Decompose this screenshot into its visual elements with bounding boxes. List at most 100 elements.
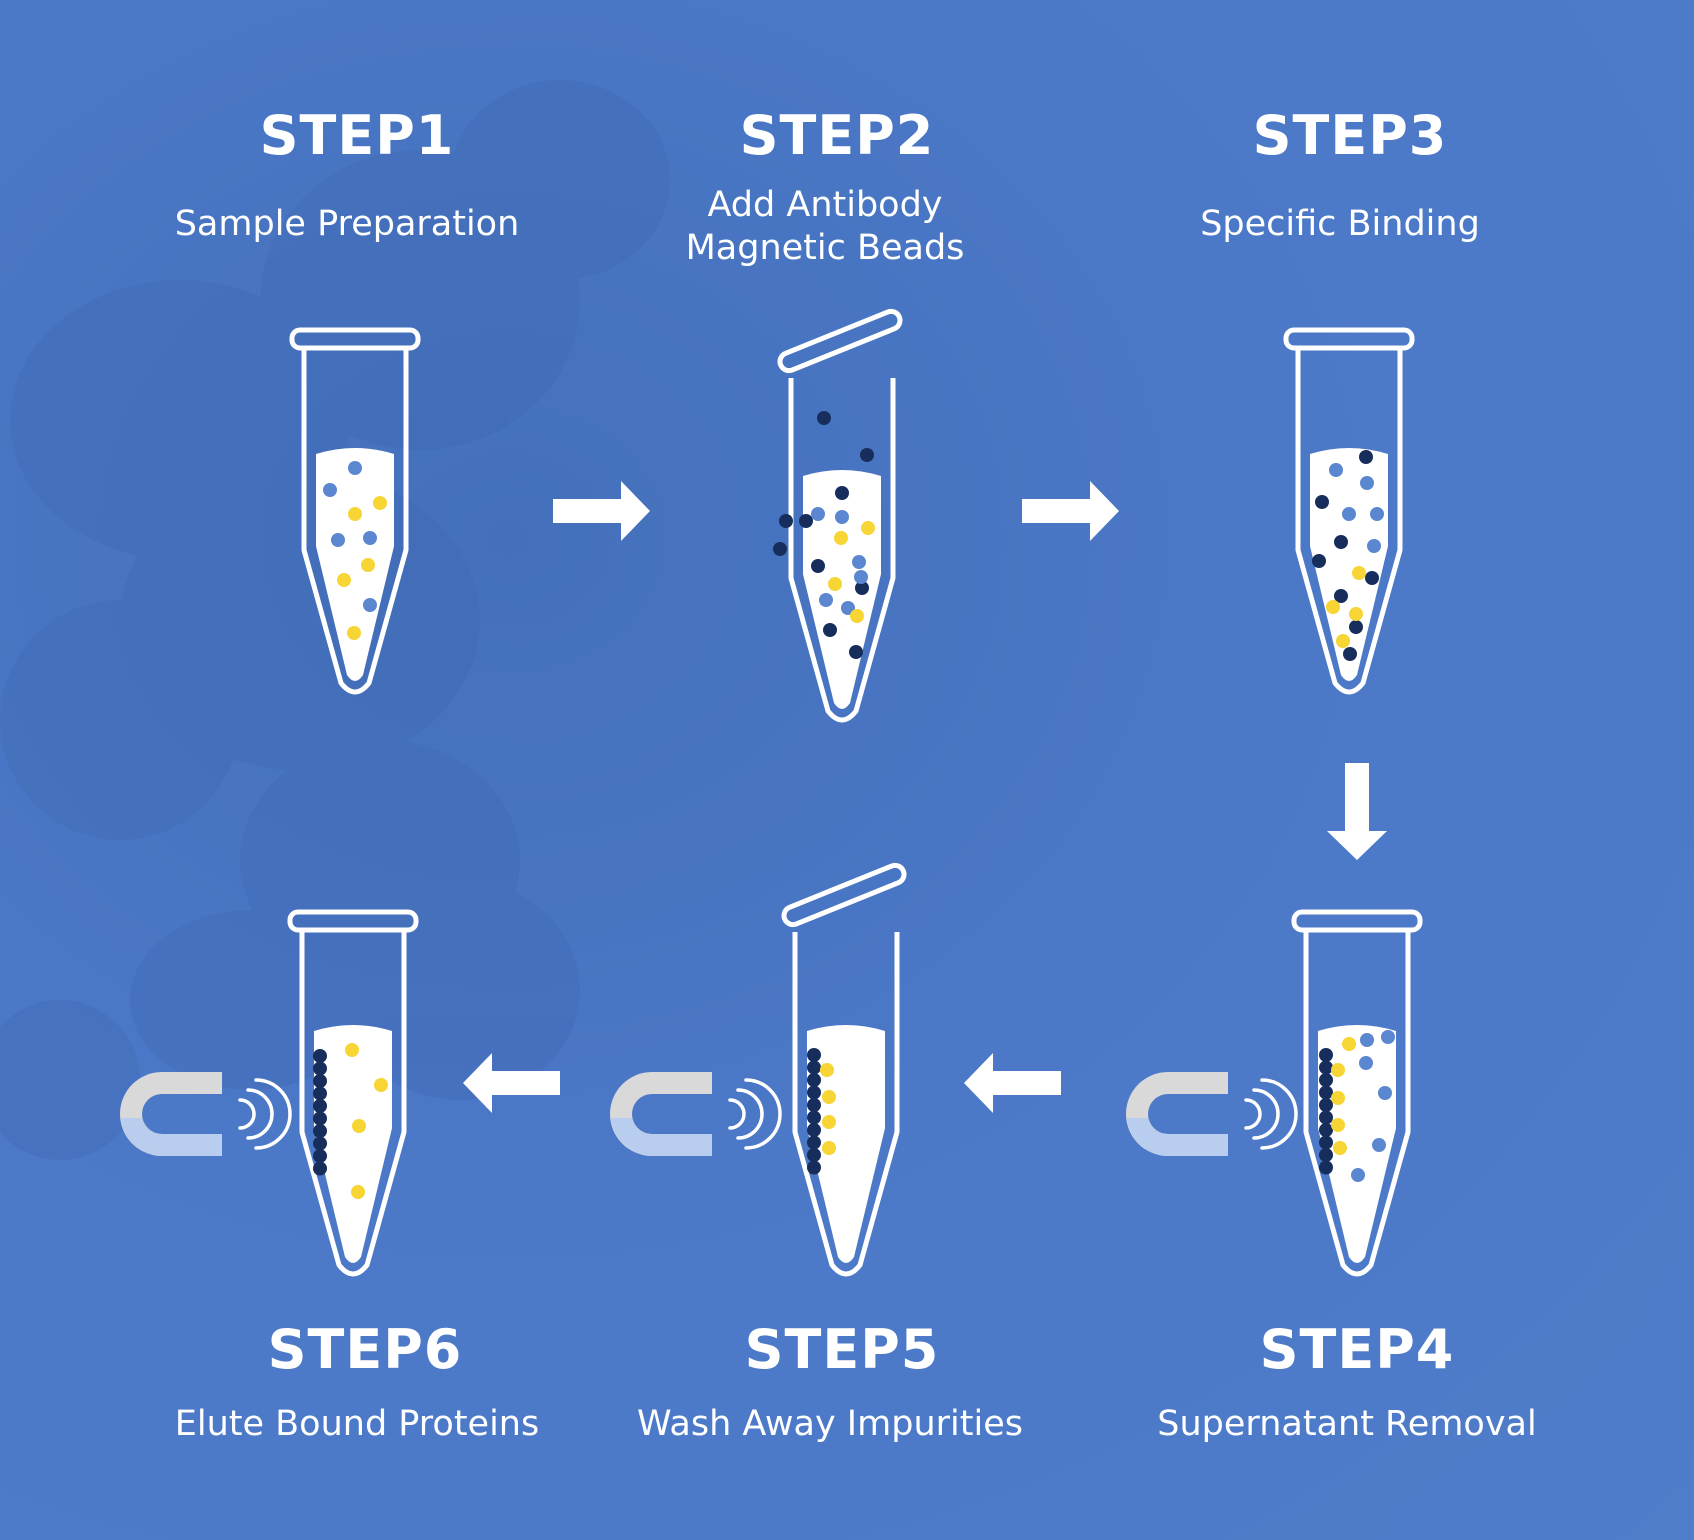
impurity-dot [1378, 1086, 1392, 1100]
test-tube-icon [299, 932, 407, 1277]
bound-bead-dot [313, 1049, 327, 1063]
bead-dot [1312, 554, 1326, 568]
protein-dot [1360, 476, 1374, 490]
tube-lid [287, 909, 419, 933]
step3-subtitle: Specific Binding [1200, 204, 1480, 244]
dots-layer [313, 411, 1395, 1199]
bead-dot [855, 581, 869, 595]
step5-subtitle: Wash Away Impurities [637, 1404, 1023, 1444]
bound-bead-dot [1319, 1098, 1333, 1112]
tube-step4 [1291, 909, 1423, 1277]
test-tube-icon [301, 350, 409, 695]
impurity-dot [1326, 600, 1340, 614]
test-tube-icon [792, 932, 900, 1277]
bound-bead-dot [807, 1135, 821, 1150]
protein-dot [323, 483, 337, 497]
step2-title: STEP2 [739, 104, 935, 167]
eluted-protein-dot [352, 1119, 366, 1133]
bead-dot [779, 514, 793, 528]
impurity-dot [373, 496, 387, 510]
tube-lid-open [781, 862, 907, 928]
magnet-step6 [120, 1072, 292, 1156]
step1-title: STEP1 [259, 104, 455, 167]
bound-bead-dot [807, 1148, 821, 1162]
magnet-step5 [610, 1072, 782, 1156]
bound-bead-dot [313, 1124, 327, 1138]
bound-bead-dot [313, 1099, 327, 1113]
impurity-dot [1351, 1168, 1365, 1182]
bound-bead-dot [1319, 1073, 1333, 1087]
arrow-icon [463, 1053, 560, 1113]
bead-dot [817, 411, 831, 425]
impurity-dot [337, 573, 351, 587]
bound-bead-dot [313, 1074, 327, 1088]
impurity-dot [1352, 566, 1366, 580]
step6-subtitle: Elute Bound Proteins [174, 1404, 540, 1444]
protein-dot [1367, 539, 1381, 553]
bead-dot [1349, 620, 1363, 634]
bound-bead-dot [1319, 1123, 1333, 1137]
bead-dot [823, 623, 837, 637]
bound-bead-dot [1319, 1048, 1333, 1062]
step2-subtitle-line1: Add Antibody [707, 185, 943, 225]
protein-dot [1342, 507, 1356, 521]
bound-bead-dot [1319, 1148, 1333, 1162]
bound-bead-dot [1319, 1085, 1333, 1100]
eluted-protein-dot [374, 1078, 388, 1092]
tube-step3 [1283, 327, 1415, 695]
bound-protein-dot [820, 1063, 834, 1077]
step1-subtitle: Sample Preparation [174, 204, 520, 244]
impurity-dot [1349, 607, 1363, 621]
bead-dot [1359, 450, 1373, 464]
bound-bead-dot [313, 1111, 327, 1126]
impurity-dot [828, 577, 842, 591]
impurity-dot [1359, 1056, 1373, 1070]
bead-dot [1343, 647, 1357, 661]
bound-bead-dot [313, 1061, 327, 1076]
bound-protein-dot [1331, 1063, 1345, 1077]
tube-liquid [314, 1025, 392, 1263]
bound-protein-dot [822, 1090, 836, 1104]
bead-dot [1315, 495, 1329, 509]
bead-dot [835, 486, 849, 500]
bound-bead-dot [313, 1149, 327, 1163]
signal-waves-icon [744, 1078, 782, 1150]
bead-dot [1365, 571, 1379, 585]
protein-dot [1329, 463, 1343, 477]
bound-bead-dot [807, 1098, 821, 1112]
step5-title: STEP5 [744, 1318, 940, 1381]
bound-bead-dot [807, 1160, 821, 1175]
impurity-dot [1372, 1138, 1386, 1152]
magnet-pole [1127, 1118, 1228, 1156]
bound-bead-dot [313, 1136, 327, 1151]
protein-dot [835, 510, 849, 524]
tube-lid [289, 327, 421, 351]
bound-protein-dot [1331, 1118, 1345, 1132]
eluted-protein-dot [351, 1185, 365, 1199]
bead-dot [860, 448, 874, 462]
impurity-dot [1360, 1033, 1374, 1047]
bound-bead-dot [807, 1060, 821, 1075]
signal-waves-icon [1252, 1088, 1280, 1140]
step4-title: STEP4 [1259, 1318, 1455, 1381]
bead-dot [773, 542, 787, 556]
bound-bead-dot [807, 1073, 821, 1087]
protein-dot [331, 533, 345, 547]
background-protein-texture [0, 80, 670, 1160]
impurity-dot [348, 507, 362, 521]
step4-subtitle: Supernatant Removal [1157, 1404, 1537, 1444]
protein-dot [852, 555, 866, 569]
test-tube-icon [1303, 932, 1411, 1277]
impurity-dot [361, 558, 375, 572]
impurity-dot [834, 531, 848, 545]
signal-waves-icon [1260, 1078, 1298, 1150]
tube-liquid [1310, 448, 1388, 681]
bound-bead-dot [313, 1161, 327, 1176]
arrow-icon [1022, 481, 1119, 541]
bound-bead-dot [807, 1048, 821, 1062]
tube-liquid [803, 470, 881, 709]
bound-bead-dot [807, 1110, 821, 1125]
bound-bead-dot [1319, 1110, 1333, 1125]
protein-dot [363, 598, 377, 612]
test-tube-icon [788, 378, 896, 723]
